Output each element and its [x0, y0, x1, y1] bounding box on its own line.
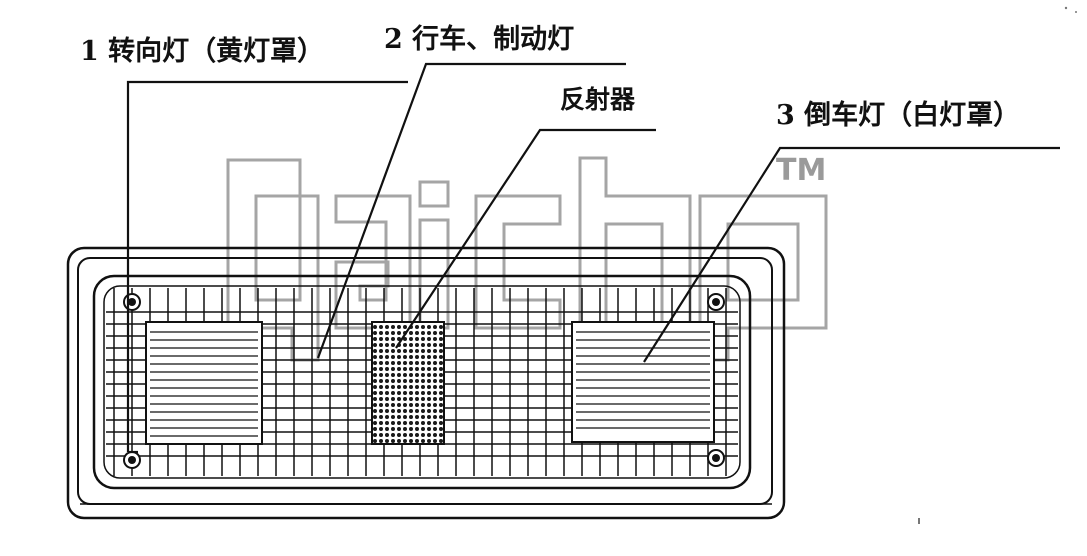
- leader-lines: [126, 62, 1060, 454]
- reflector-panel: [371, 321, 445, 445]
- turn-signal-window: [145, 321, 263, 445]
- reflector: [371, 321, 445, 445]
- turn-signal-lamp: [145, 321, 263, 445]
- mounting-screws: [123, 293, 725, 469]
- speck: [918, 518, 920, 524]
- callout-brake-light: 2 行车、制动灯: [384, 23, 574, 55]
- screw-bottom-left: [123, 451, 141, 469]
- housing-inner-frame: [92, 274, 752, 490]
- housing-outer-frame: [66, 246, 786, 520]
- speck: [1075, 11, 1077, 13]
- turn-signal-lens-lines: [150, 331, 258, 437]
- callout-reverse-light: 3 倒车灯（白灯罩）: [776, 99, 1020, 131]
- screw-bottom-right: [707, 449, 725, 467]
- watermark-letter-h: [578, 156, 692, 330]
- screw-top-right: [707, 293, 725, 311]
- reverse-lens-lines: [576, 331, 710, 429]
- housing-lens-frame: [103, 285, 741, 479]
- callout-reflector: 反射器: [560, 85, 636, 114]
- watermark-letter-c: [474, 194, 562, 330]
- lamp-housing: [66, 246, 786, 520]
- reverse-window: [571, 321, 715, 443]
- watermark-letter-a: [334, 194, 412, 330]
- callout-turn-signal: 1 转向灯（黄灯罩）: [80, 35, 324, 67]
- speck: [1064, 6, 1068, 10]
- leader-brake-light: [316, 62, 626, 359]
- leader-turn-signal: [126, 80, 408, 452]
- scan-specks: [918, 6, 1077, 524]
- screw-top-left: [123, 293, 141, 311]
- leader-reverse-light: [643, 146, 1060, 363]
- watermark-tm: TM: [776, 153, 826, 188]
- leader-reflector: [395, 128, 656, 349]
- reverse-lamp: [571, 321, 715, 443]
- watermark-letter-i-dot: [418, 180, 450, 208]
- watermark: TM: [226, 153, 828, 362]
